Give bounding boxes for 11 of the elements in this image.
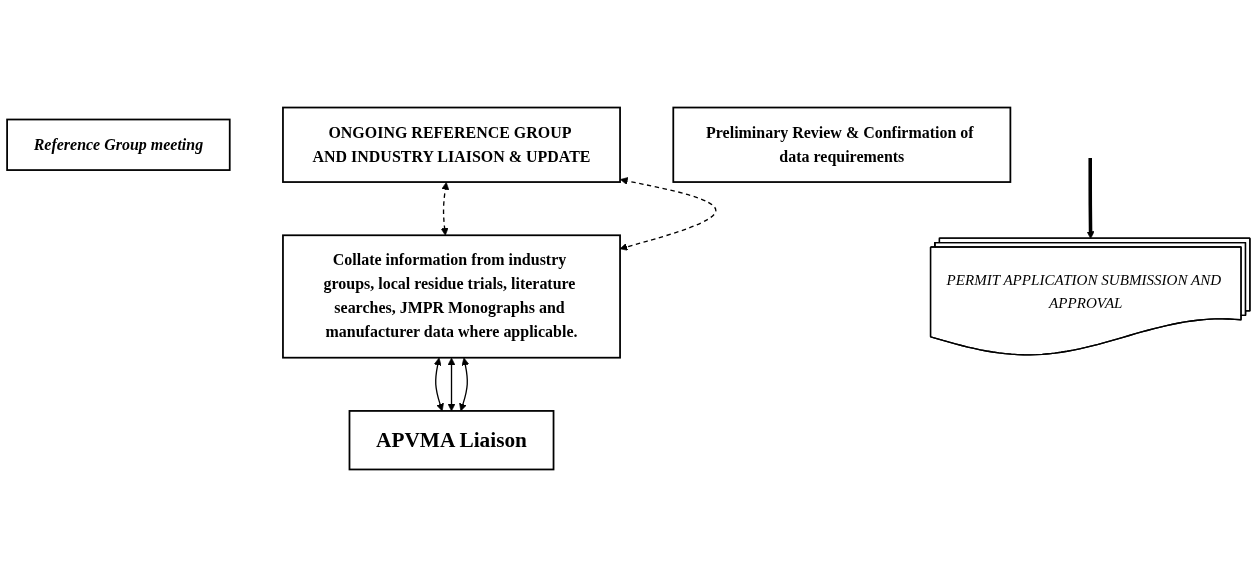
node-box: ONGOING REFERENCE GROUP AND INDUSTRY LIAISON & UPDATE: [282, 106, 621, 183]
node-box: Reference Group meeting: [6, 118, 231, 171]
arrow: [440, 182, 450, 236]
node-box: APVMA Liaison: [348, 410, 555, 471]
arrow: [433, 357, 444, 412]
arrow: [1086, 158, 1095, 239]
arrow: [447, 357, 456, 412]
node-box: Preliminary Review & Confirmation of data requirements: [672, 106, 1012, 183]
arrow: [459, 357, 470, 412]
node-box: Collate information from industry groups, local residue trials, literature searches, JMPR Monographs and manufacturer data where applicable.: [282, 234, 621, 359]
arrow: [619, 177, 717, 251]
